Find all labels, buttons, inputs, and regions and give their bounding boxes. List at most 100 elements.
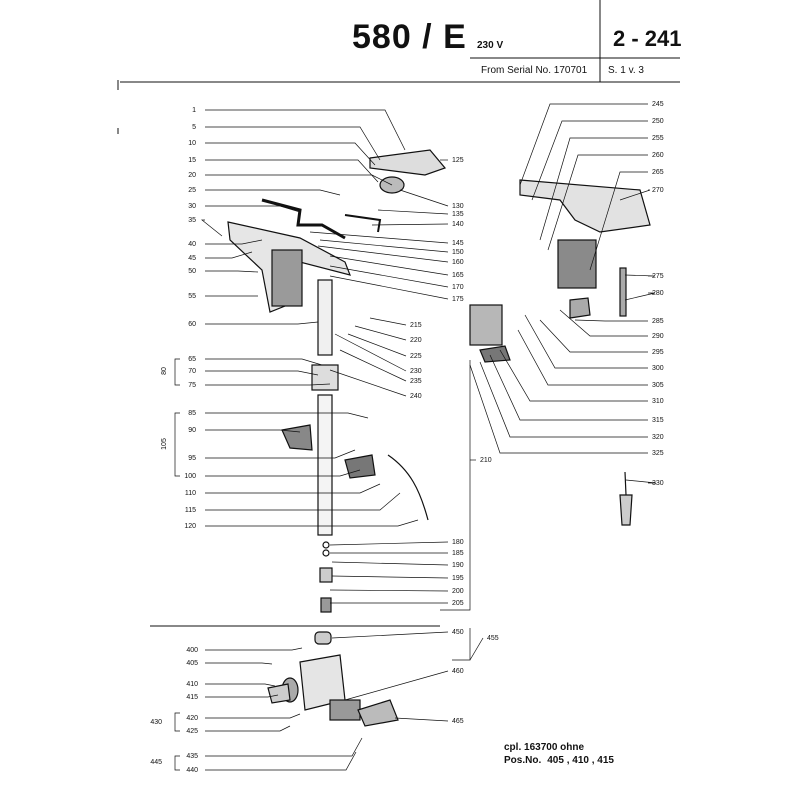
leader-60: [205, 321, 319, 325]
part-label-230: 230: [410, 368, 422, 375]
part-label-15: 15: [188, 157, 196, 164]
part-label-175: 175: [452, 296, 464, 303]
leader-140: [371, 223, 449, 226]
group-label-430: 430: [150, 719, 162, 726]
leader-180: [329, 541, 449, 546]
part-label-235: 235: [410, 378, 422, 385]
part-label-10: 10: [188, 140, 196, 147]
part-drawings: [227, 149, 651, 727]
motor-block-part: [329, 699, 361, 721]
leader-235: [339, 349, 407, 382]
washer-part-2: [322, 549, 330, 557]
part-label-245: 245: [652, 101, 664, 108]
part-label-220: 220: [410, 337, 422, 344]
leader-30: [205, 205, 301, 213]
part-label-170: 170: [452, 284, 464, 291]
part-label-150: 150: [452, 249, 464, 256]
part-label-70: 70: [188, 368, 196, 375]
leader-275: [624, 274, 656, 277]
leader-320: [479, 361, 648, 438]
cap-part: [314, 631, 332, 645]
leader-lines: [201, 103, 657, 771]
leader-1: [205, 109, 406, 151]
part-label-165: 165: [452, 272, 464, 279]
part-label-90: 90: [188, 427, 196, 434]
part-label-455: 455: [487, 635, 499, 642]
mounting-bracket-part: [357, 699, 399, 727]
part-label-95: 95: [188, 455, 196, 462]
tube-clamp-part: [311, 364, 339, 391]
leader-90: [205, 429, 301, 433]
part-label-60: 60: [188, 321, 196, 328]
switch-block-part: [344, 454, 376, 479]
part-label-120: 120: [184, 523, 196, 530]
part-label-310: 310: [652, 398, 664, 405]
leader-130: [399, 189, 449, 207]
leader-45: [205, 251, 253, 259]
leader-425: [205, 725, 291, 732]
leader-35: [201, 219, 223, 237]
bracket-430: [174, 712, 180, 732]
leader-115: [205, 492, 401, 511]
leader-20: [205, 174, 393, 186]
leader-40: [205, 239, 263, 245]
leader-175: [329, 275, 449, 300]
part-label-55: 55: [188, 293, 196, 300]
part-label-215: 215: [410, 322, 422, 329]
part-label-315: 315: [652, 417, 664, 424]
bracket-part: [344, 214, 382, 233]
part-label-255: 255: [652, 135, 664, 142]
part-label-30: 30: [188, 203, 196, 210]
bracket-80: [174, 358, 180, 386]
leader-290: [559, 309, 648, 337]
leader-135: [377, 209, 449, 215]
part-label-1: 1: [192, 107, 196, 114]
group-label-445: 445: [150, 759, 162, 766]
nut-part: [319, 567, 333, 583]
part-label-275: 275: [652, 273, 664, 280]
leader-280: [624, 292, 656, 301]
part-label-50: 50: [188, 268, 196, 275]
leader-450: [331, 631, 449, 639]
leader-295: [539, 319, 648, 353]
bracket-105: [174, 412, 180, 477]
part-label-285: 285: [652, 318, 664, 325]
leader-220: [354, 325, 407, 341]
leader-65: [205, 358, 323, 366]
leader-285: [574, 319, 648, 322]
leader-270: [619, 189, 651, 201]
leader-120: [205, 519, 419, 527]
leader-300: [524, 314, 648, 369]
leader-190: [331, 561, 449, 566]
flange-part: [267, 683, 291, 704]
part-label-195: 195: [452, 575, 464, 582]
leader-255: [539, 137, 648, 241]
leader-415: [205, 694, 279, 698]
bracket-445: [174, 755, 180, 771]
leader-195: [331, 575, 449, 579]
group-brackets: [174, 358, 471, 771]
leader-465: [394, 717, 449, 722]
leader-50: [205, 270, 259, 273]
terminal-block-part: [569, 297, 591, 319]
part-label-20: 20: [188, 172, 196, 179]
leader-25: [205, 189, 341, 196]
part-label-290: 290: [652, 333, 664, 340]
part-label-180: 180: [452, 539, 464, 546]
leader-225: [347, 333, 407, 357]
part-label-65: 65: [188, 356, 196, 363]
part-label-145: 145: [452, 240, 464, 247]
leader-170: [329, 265, 449, 288]
part-label-280: 280: [652, 290, 664, 297]
model-title: 580 / E: [352, 18, 467, 56]
part-label-305: 305: [652, 382, 664, 389]
part-label-300: 300: [652, 365, 664, 372]
assembly-note-line2: Pos.No.405 , 410 , 415: [504, 755, 614, 766]
bracket-210: [440, 360, 471, 611]
handle-grip-part: [369, 149, 447, 176]
assembly-note-line1: cpl. 163700 ohne: [504, 742, 585, 753]
part-label-210: 210: [480, 457, 492, 464]
leader-100: [205, 469, 361, 477]
